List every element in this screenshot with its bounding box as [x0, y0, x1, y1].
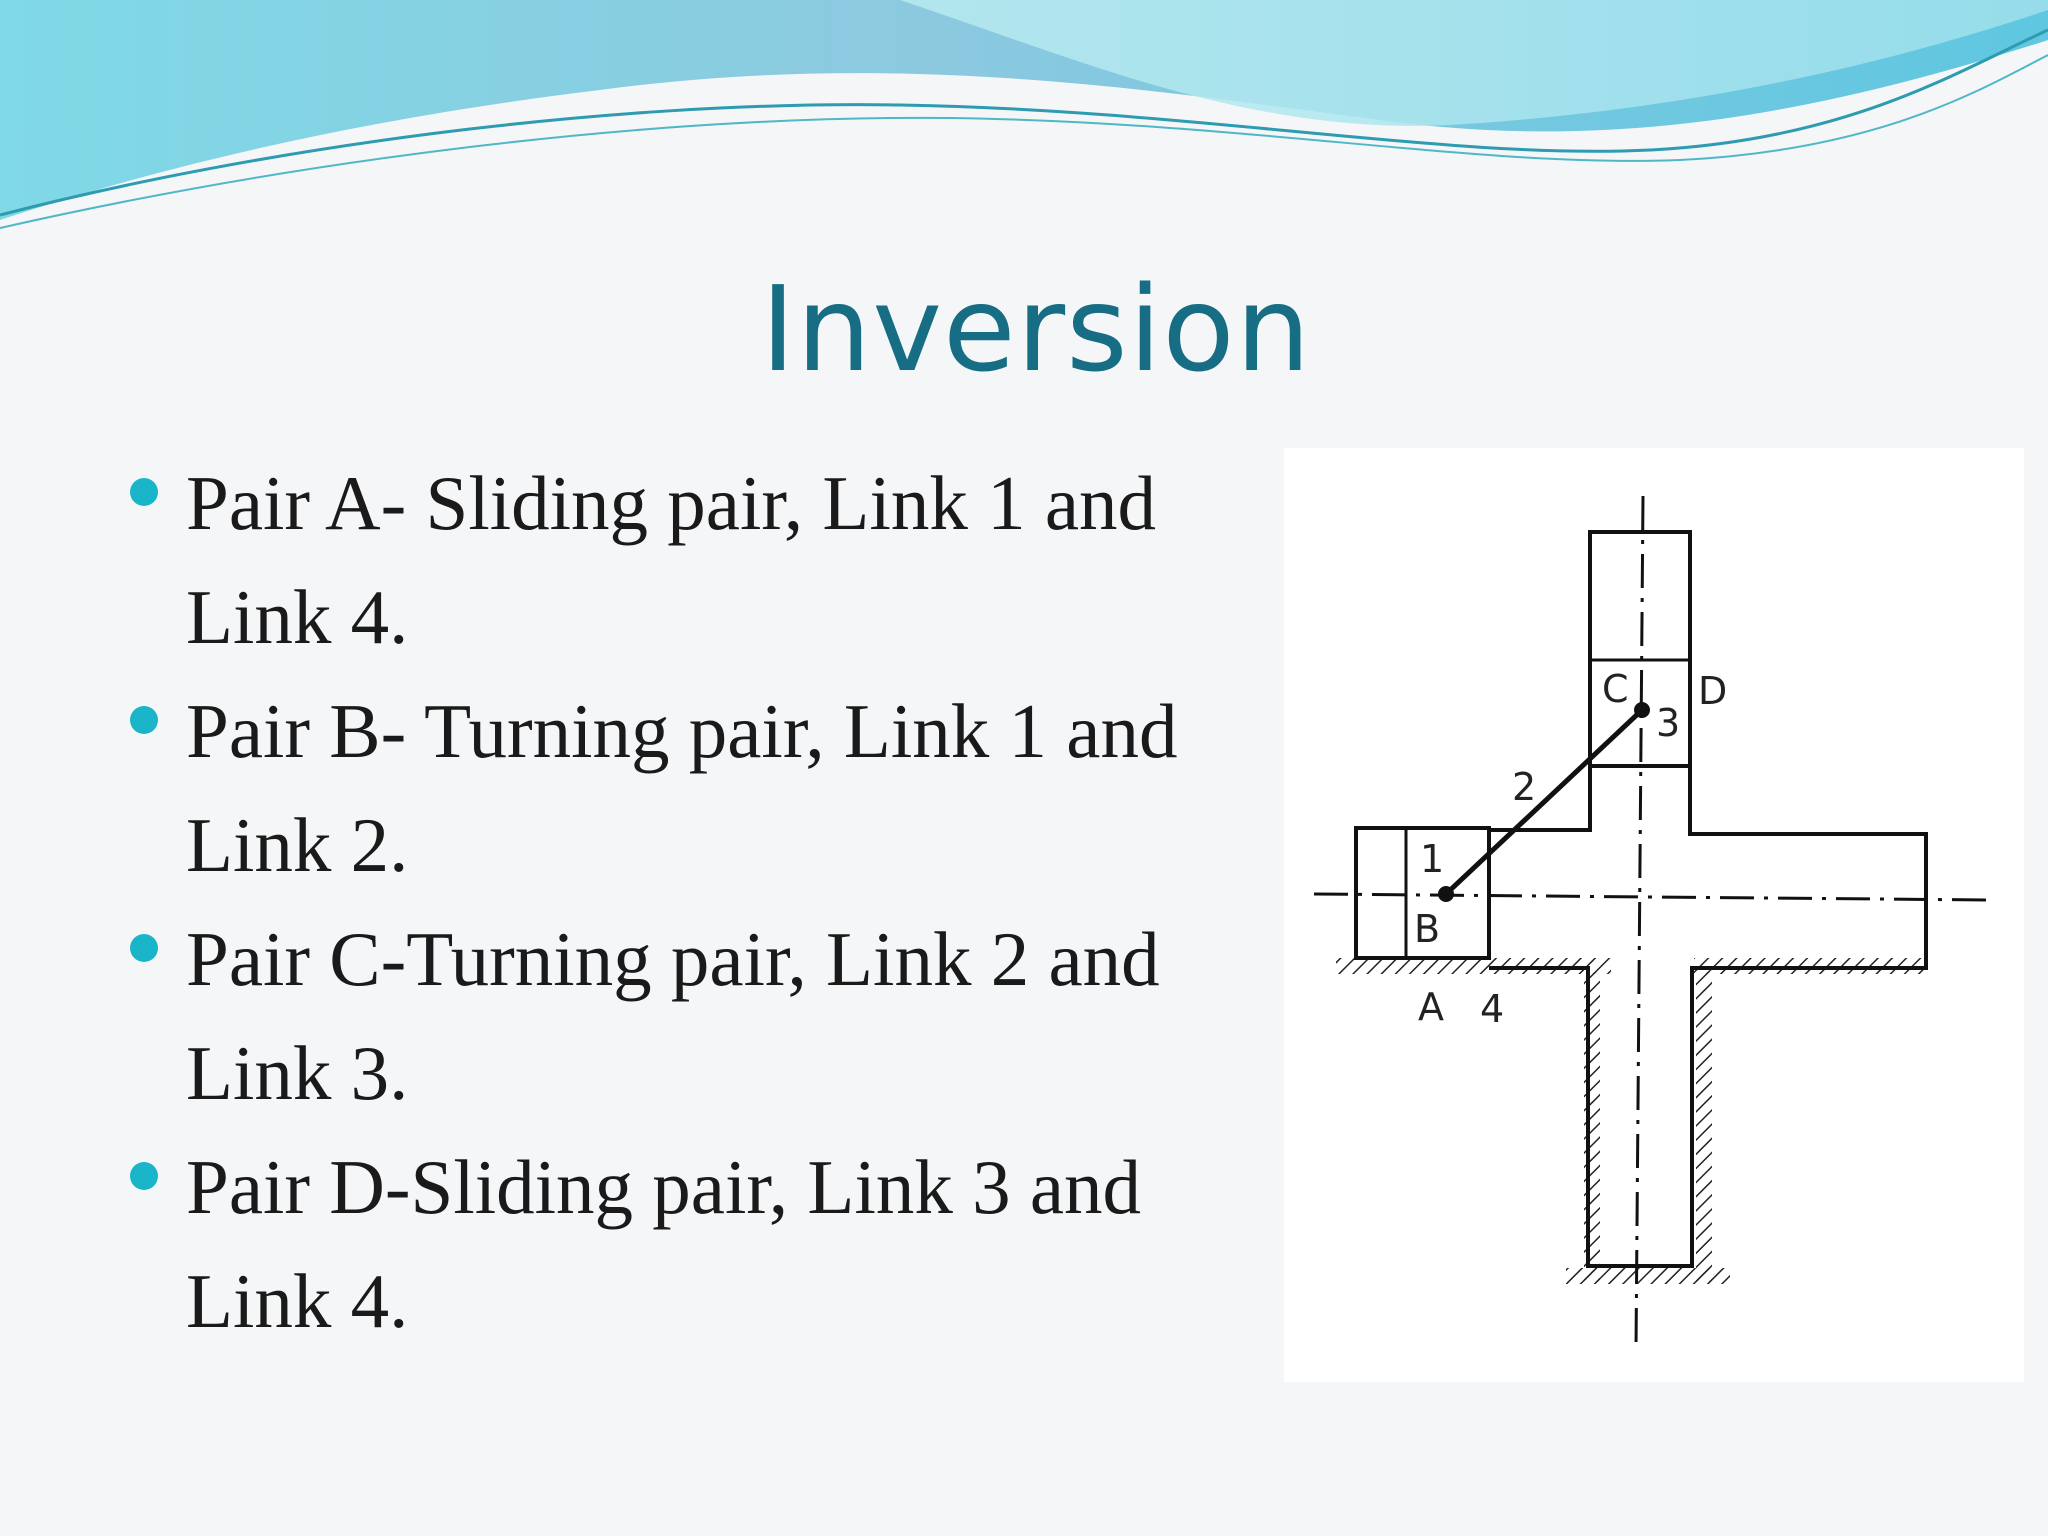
slide-title: Inversion — [760, 260, 1312, 398]
slider-block-3 — [1588, 530, 1692, 768]
joint-c — [1634, 702, 1650, 718]
bullet-dot-icon — [130, 478, 158, 506]
bullet-item: Pair A- Sliding pair, Link 1 and Link 4. — [128, 446, 1278, 674]
vertical-centerline — [1634, 495, 1645, 1349]
bullet-dot-icon — [130, 934, 158, 962]
bullet-dot-icon — [130, 1162, 158, 1190]
slider-block-1 — [1354, 826, 1491, 960]
bullet-list: Pair A- Sliding pair, Link 1 and Link 4.… — [128, 446, 1278, 1358]
horizontal-centerline — [1313, 892, 1991, 902]
bullet-dot-icon — [130, 706, 158, 734]
bullet-text: Pair D-Sliding pair, Link 3 and Link 4. — [186, 1144, 1142, 1344]
label-link-4: 4 — [1480, 987, 1504, 1031]
label-pair-d: D — [1698, 669, 1727, 713]
label-pair-c: C — [1602, 667, 1629, 711]
label-link-2: 2 — [1512, 765, 1536, 809]
frame-link-4 — [1489, 764, 1928, 1268]
label-link-3: 3 — [1656, 701, 1680, 745]
bullet-item: Pair D-Sliding pair, Link 3 and Link 4. — [128, 1130, 1278, 1358]
bullet-text: Pair C-Turning pair, Link 2 and Link 3. — [186, 916, 1160, 1116]
bullet-text: Pair B- Turning pair, Link 1 and Link 2. — [186, 688, 1178, 888]
ground-hatch-vertical-right — [1696, 972, 1712, 1282]
label-pair-b: B — [1414, 907, 1440, 951]
joint-b — [1438, 886, 1454, 902]
bullet-item: Pair B- Turning pair, Link 1 and Link 2. — [128, 674, 1278, 902]
bullet-text: Pair A- Sliding pair, Link 1 and Link 4. — [186, 460, 1157, 660]
header-wave-decoration — [0, 0, 2048, 229]
label-link-1: 1 — [1420, 837, 1444, 881]
bullet-item: Pair C-Turning pair, Link 2 and Link 3. — [128, 902, 1278, 1130]
link-2-bar — [1444, 708, 1644, 896]
label-pair-a: A — [1418, 985, 1444, 1029]
mechanism-diagram-svg: 1 B 2 C 3 D A 4 — [1313, 495, 1991, 1349]
ground-hatch-bottom — [1566, 1268, 1730, 1284]
mechanism-diagram: 1 B 2 C 3 D A 4 — [1284, 448, 2024, 1382]
